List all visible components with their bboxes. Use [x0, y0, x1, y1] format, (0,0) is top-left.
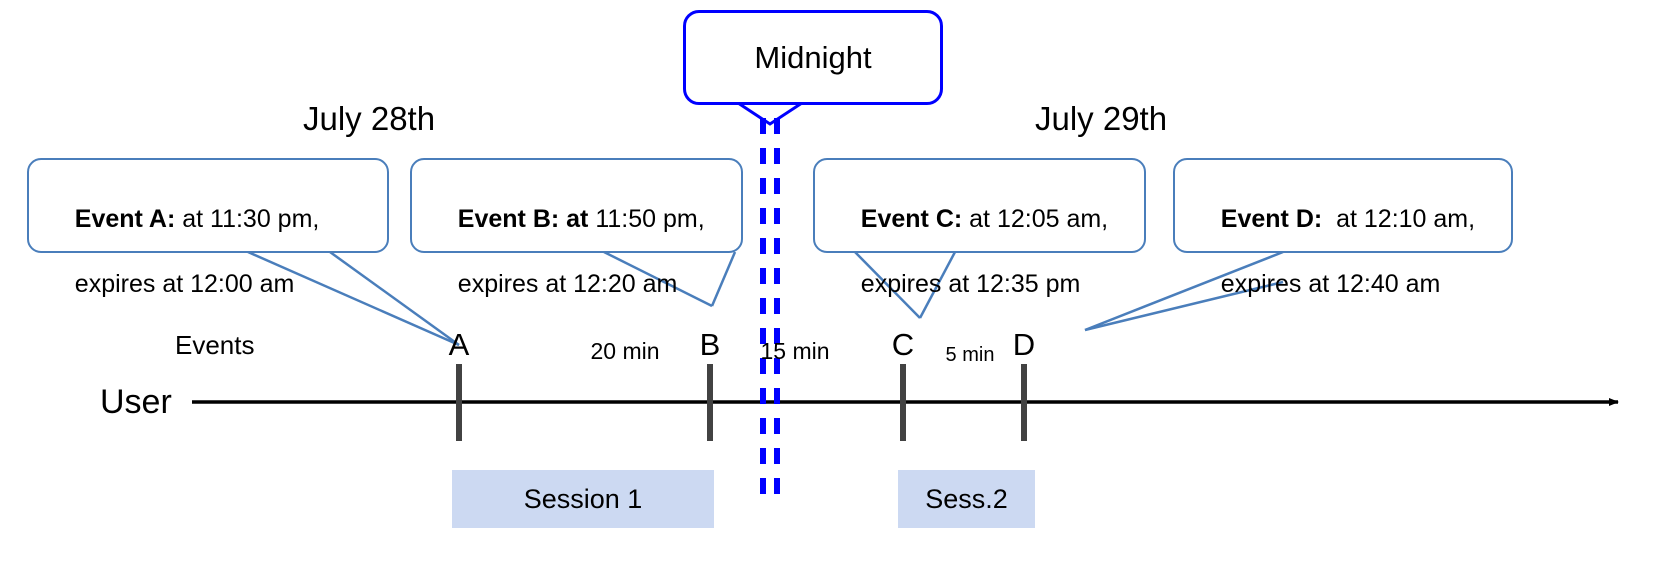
interval-label-a-to-b: 20 min	[590, 338, 660, 364]
event-letter-c: C	[891, 327, 915, 362]
callout-event-d-bold: Event D:	[1220, 204, 1323, 233]
callout-event-c-rest: at 12:05 am,	[962, 204, 1109, 233]
date-header-july-28: July 28th	[303, 100, 436, 137]
event-letter-b: B	[699, 327, 721, 362]
callout-event-b-bold: Event B: at	[457, 204, 589, 233]
callout-event-b: Event B: at 11:50 pm, expires at 12:20 a…	[410, 158, 743, 298]
event-letter-d: D	[1012, 327, 1036, 362]
event-letter-a: A	[448, 327, 470, 362]
row-label-events: Events	[175, 330, 255, 360]
session-block-2: Sess.2	[898, 470, 1035, 528]
callout-event-a-rest: at 11:30 pm,	[175, 204, 320, 233]
midnight-label: Midnight	[754, 39, 872, 75]
callout-event-d: Event D: at 12:10 am, expires at 12:40 a…	[1173, 158, 1513, 298]
callout-event-b-line2: expires at 12:20 am	[457, 269, 678, 298]
callout-event-a-line2: expires at 12:00 am	[74, 269, 295, 298]
callout-event-c: Event C: at 12:05 am, expires at 12:35 p…	[813, 158, 1146, 298]
interval-label-b-to-c: 15 min	[760, 338, 830, 364]
callout-event-d-rest: at 12:10 am,	[1322, 204, 1476, 233]
callout-event-c-line2: expires at 12:35 pm	[860, 269, 1081, 298]
callout-tail-event-b-2	[710, 251, 737, 307]
callout-event-a: Event A: at 11:30 pm, expires at 12:00 a…	[27, 158, 389, 298]
midnight-callout: Midnight	[683, 10, 943, 105]
row-label-user: User	[100, 383, 172, 421]
callout-event-d-line2: expires at 12:40 am	[1220, 269, 1441, 298]
date-header-july-29: July 29th	[1035, 100, 1168, 137]
callout-event-a-bold: Event A:	[74, 204, 176, 233]
session-block-1: Session 1	[452, 470, 714, 528]
interval-label-c-to-d: 5 min	[945, 344, 995, 366]
callout-event-b-rest: 11:50 pm,	[588, 204, 705, 233]
session-1-label: Session 1	[523, 483, 643, 514]
callout-event-c-bold: Event C:	[860, 204, 963, 233]
session-2-label: Sess.2	[925, 483, 1008, 514]
